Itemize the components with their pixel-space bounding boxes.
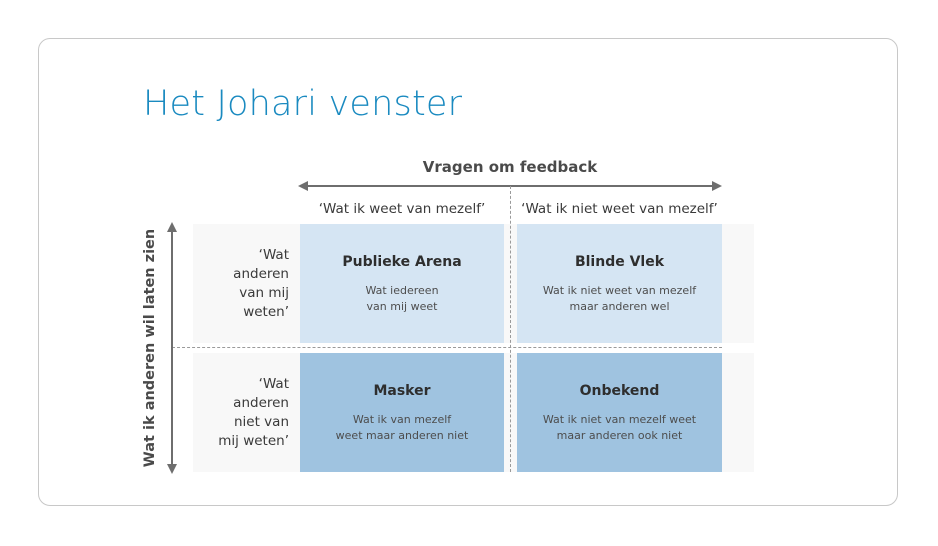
column-label-known-to-self: ‘Wat ik weet van mezelf’: [318, 201, 486, 217]
page-title: Het Johari venster: [143, 84, 463, 124]
quadrant-title: Blinde Vlek: [574, 254, 665, 270]
horizontal-dashed-divider: [172, 347, 722, 348]
quadrant-title: Masker: [373, 383, 431, 399]
quadrant-publieke-arena: Publieke Arena Wat iedereen van mij weet: [300, 224, 504, 343]
horizontal-axis-label: Vragen om feedback: [422, 158, 598, 176]
quadrant-onbekend: Onbekend Wat ik niet van mezelf weet maa…: [517, 353, 722, 472]
vertical-axis-label: Wat ik anderen wil laten zien: [142, 228, 158, 468]
quadrant-description: Wat ik niet van mezelf weet maar anderen…: [542, 413, 697, 442]
column-label-unknown-to-self: ‘Wat ik niet weet van mezelf’: [521, 201, 718, 217]
quadrant-description: Wat ik van mezelf weet maar anderen niet: [335, 413, 469, 442]
row-label-unknown-to-others: ‘Wat anderen niet van mij weten’: [218, 376, 289, 449]
row-label-known-to-others: ‘Wat anderen van mij weten’: [233, 247, 289, 320]
quadrant-title: Publieke Arena: [342, 254, 462, 270]
quadrant-masker: Masker Wat ik van mezelf weet maar ander…: [300, 353, 504, 472]
quadrant-description: Wat ik niet weet van mezelf maar anderen…: [542, 284, 697, 313]
quadrant-blinde-vlek: Blinde Vlek Wat ik niet weet van mezelf …: [517, 224, 722, 343]
vertical-dashed-divider: [510, 186, 511, 472]
vertical-double-arrow-icon: [167, 222, 177, 474]
quadrant-description: Wat iedereen van mij weet: [365, 284, 439, 313]
quadrant-title: Onbekend: [579, 383, 660, 399]
